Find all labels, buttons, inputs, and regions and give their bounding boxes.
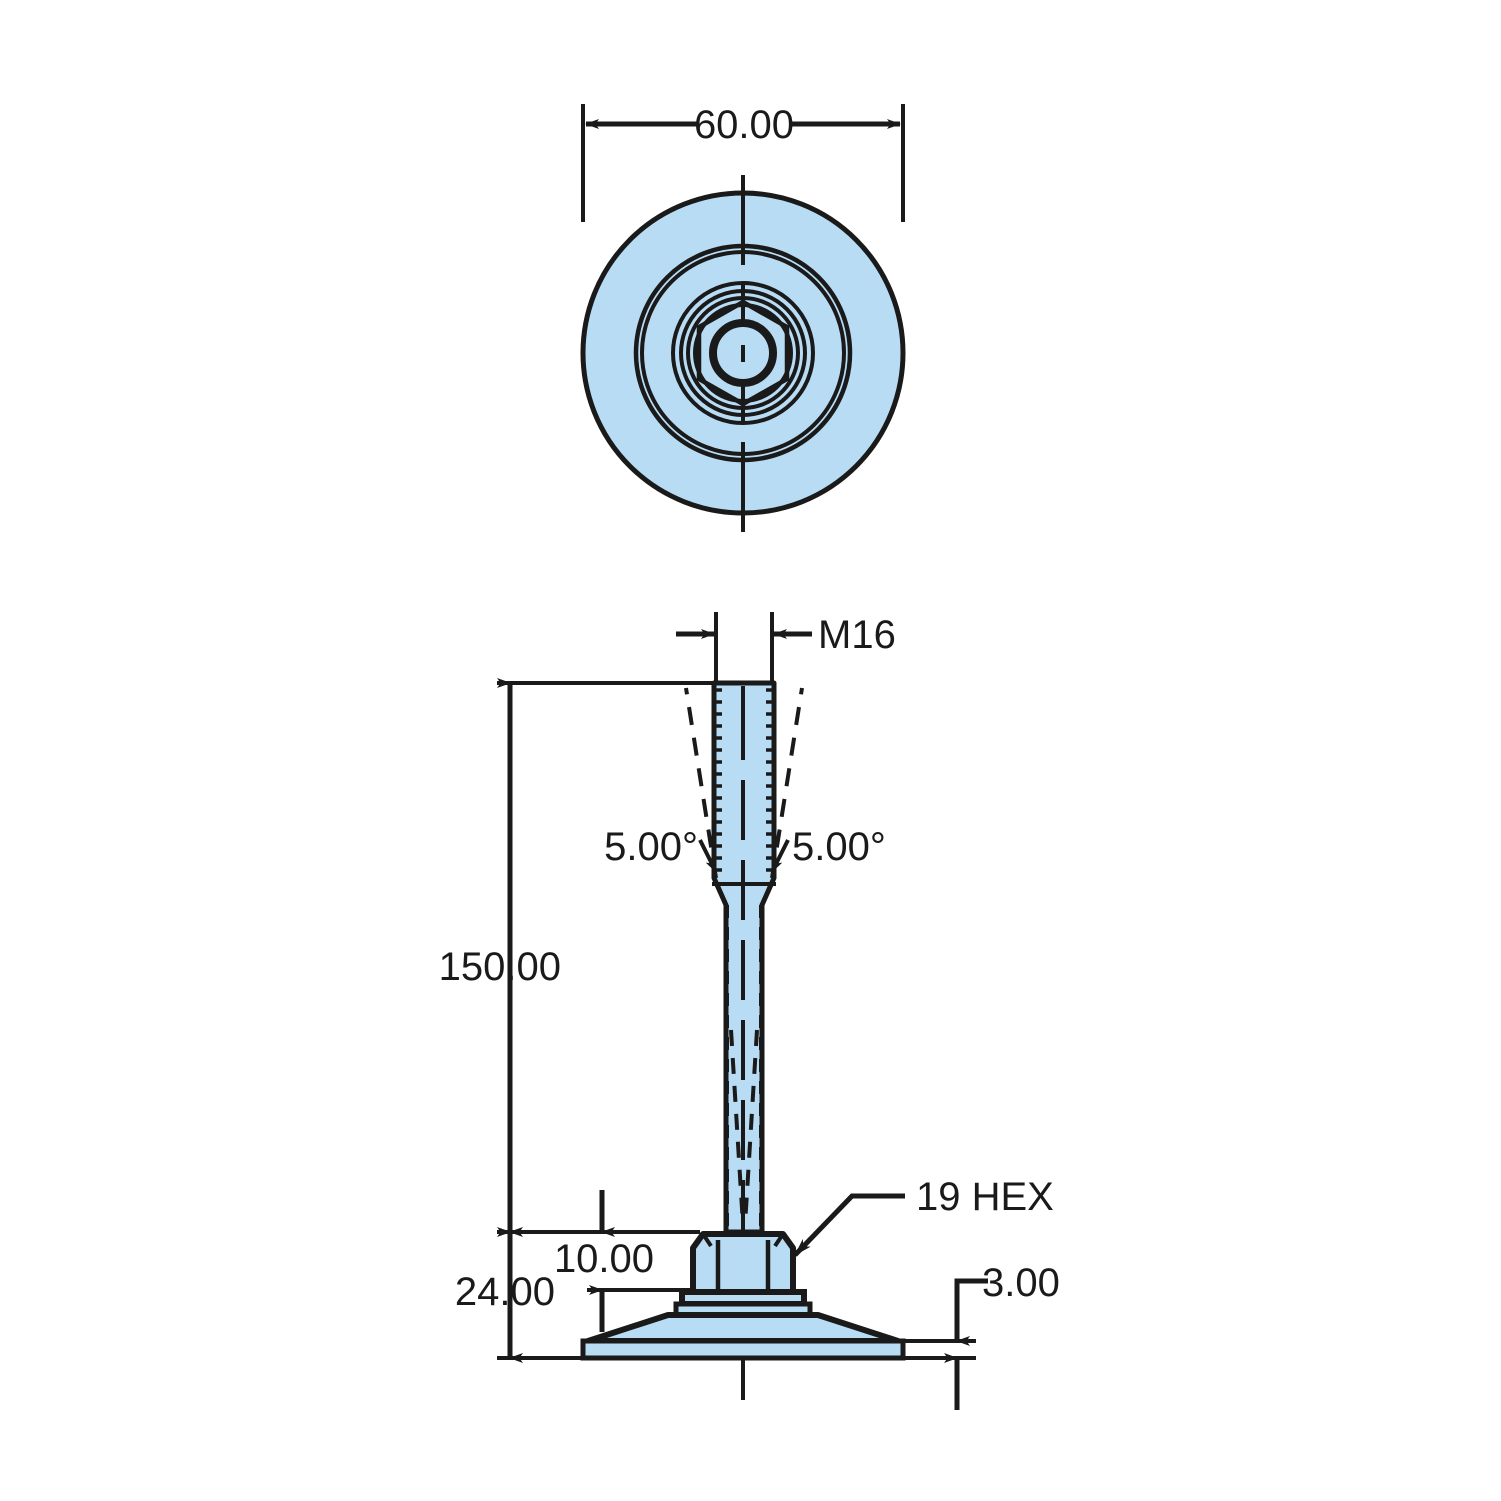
dimension-plate-thickness: 3.00 <box>903 1261 1060 1410</box>
leader-taper-angle-right <box>770 839 790 873</box>
dim-label-overall-height: 150.00 <box>439 945 561 989</box>
dim-label-taper-angle-right: 5.00° <box>792 825 886 869</box>
dimension-pad-diameter: 60.00 <box>581 103 905 222</box>
dim-label-thread-size: M16 <box>818 613 896 657</box>
dim-label-taper-angle-left: 5.00° <box>604 825 698 869</box>
top-view-group <box>580 175 906 532</box>
leader-hex-size <box>793 1193 905 1257</box>
front-view-group <box>580 680 906 1400</box>
thread-serrations-left <box>714 688 722 872</box>
taper-envelope-left <box>684 687 718 879</box>
dim-label-hex-size: 19 HEX <box>916 1175 1054 1219</box>
internal-cone-hidden-left <box>729 1029 745 1226</box>
internal-cone-hidden-right <box>743 1029 759 1226</box>
dimension-base-height: 24.00 <box>455 1227 583 1363</box>
dimension-thread-size: M16 <box>676 612 896 700</box>
leader-taper-angle-left <box>698 839 718 873</box>
leader-plate-thickness <box>954 1278 988 1289</box>
base-plate <box>580 1338 906 1361</box>
dimension-taper-angles: 5.00° 5.00° <box>604 825 886 873</box>
hex-nut-chamfer-marks <box>701 1232 785 1248</box>
dim-label-base-height: 24.00 <box>455 1270 555 1314</box>
hex-nut-flute-lines <box>715 1240 771 1292</box>
dim-label-pad-diameter: 60.00 <box>694 103 794 147</box>
callout-hex-size: 19 HEX <box>793 1175 1054 1257</box>
dim-label-thread-engagement: 10.00 <box>554 1237 654 1281</box>
taper-envelope-right <box>770 687 804 879</box>
dimension-thread-engagement: 10.00 <box>554 1190 700 1332</box>
pad-ring-3 <box>671 281 815 425</box>
dim-label-plate-thickness: 3.00 <box>982 1261 1060 1305</box>
